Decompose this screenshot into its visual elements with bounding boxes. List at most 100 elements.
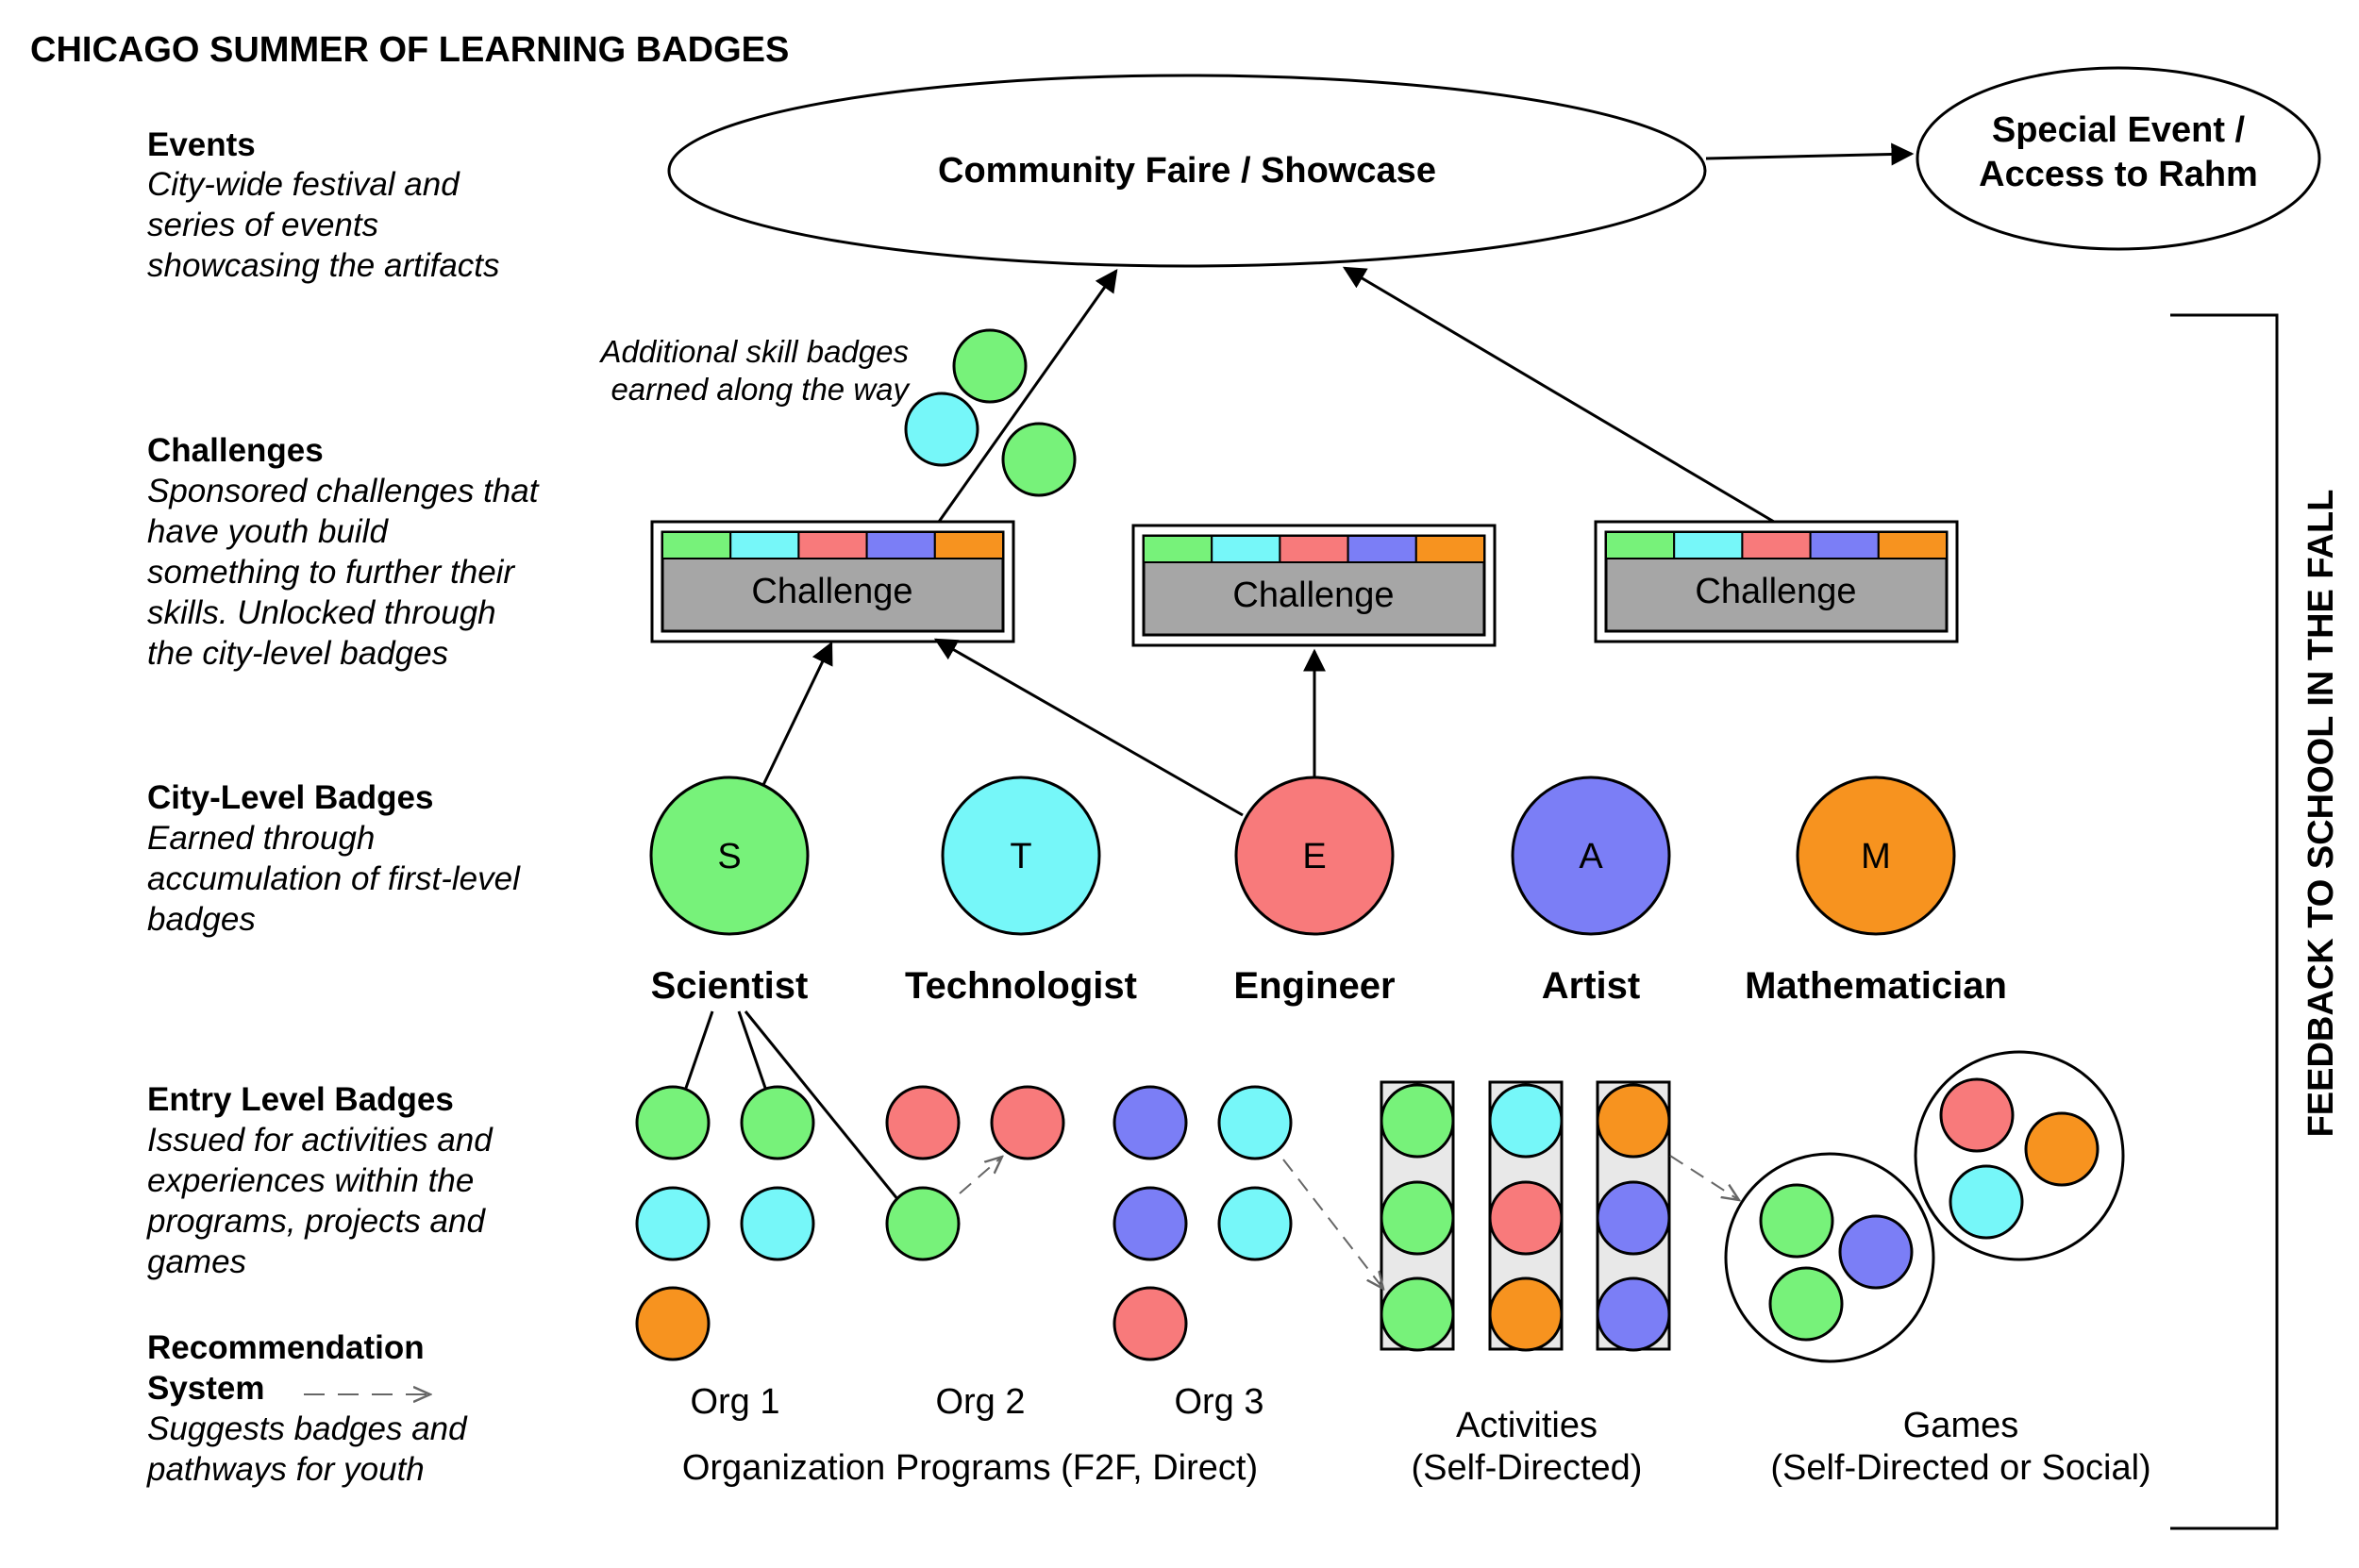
entry-badge (1939, 1077, 2015, 1153)
challenge-strip-segment (1605, 531, 1676, 559)
challenge-strip-segment (661, 531, 732, 559)
entry-badge (885, 1186, 961, 1261)
entry-badge (1596, 1276, 1671, 1352)
challenge-strip-segment (729, 531, 800, 559)
arrow-challenge3-to-faire (1342, 266, 1775, 524)
entry-badge (1113, 1186, 1188, 1261)
special-event-label: Special Event / (1992, 110, 2246, 150)
arrow-faire-to-special (1705, 142, 1915, 166)
games-caption: Games (1903, 1406, 2018, 1445)
entry-badge (1768, 1266, 1844, 1342)
city-badge-letter: E (1302, 837, 1326, 876)
entry-badge (1380, 1276, 1455, 1352)
feedback-side-label: FEEDBACK TO SCHOOL IN THE FALL (2301, 490, 2341, 1138)
legend-entry-line: Issued for activities and (147, 1122, 494, 1159)
entry-badge (635, 1286, 711, 1361)
skill-badges (904, 328, 1077, 497)
challenge-strip-segment (1143, 535, 1213, 563)
special-event-label: Access to Rahm (1979, 155, 2258, 194)
entry-badge (1488, 1276, 1564, 1352)
programs-caption: Organization Programs (F2F, Direct) (682, 1448, 1258, 1488)
org-label: Org 1 (690, 1382, 779, 1422)
challenge-strip-segment (933, 531, 1004, 559)
legend-city-heading: City-Level Badges (147, 779, 433, 816)
challenge-label: Challenge (1232, 575, 1394, 615)
arrow-scientist-to-challenge1 (761, 641, 833, 788)
entry-badge (1838, 1214, 1914, 1290)
community-faire-ellipse (667, 74, 1707, 268)
legend-events-heading: Events (147, 126, 256, 163)
org-label: Org 3 (1174, 1382, 1263, 1422)
challenge-strip-segment (1673, 531, 1744, 559)
legend-challenges-line: skills. Unlocked through (147, 594, 496, 631)
challenge-strip-segment (1877, 531, 1949, 559)
entry-badge (1217, 1186, 1293, 1261)
recommendation-arrow (1282, 1159, 1383, 1289)
connector-scientist-entry (744, 1010, 900, 1201)
city-badge-engineer: E Engineer (1233, 776, 1396, 1007)
legend-challenges-line: something to further their (147, 554, 515, 591)
entry-badge (885, 1085, 961, 1160)
entry-badge (1596, 1180, 1671, 1256)
legend-city-line: Earned through (147, 820, 375, 857)
activities-caption: Activities (1456, 1406, 1598, 1445)
challenge-strip-segment (1347, 535, 1417, 563)
entry-badge (1949, 1164, 2024, 1240)
skill-badge (1001, 422, 1077, 497)
city-level-badges: SScientistTTechnologistEEngineerAArtistM… (649, 776, 2007, 1007)
legend-entry-line: experiences within the (147, 1162, 474, 1199)
legend-entry-heading: Entry Level Badges (147, 1081, 454, 1118)
legend-events-line: City-wide festival and (147, 166, 460, 203)
city-badge-circle (1511, 776, 1671, 936)
entry-badge (1488, 1083, 1564, 1159)
city-badge-technologist: T Technologist (905, 776, 1137, 1007)
legend-challenges-line: Sponsored challenges that (147, 473, 540, 509)
city-badge-name: Technologist (905, 965, 1137, 1007)
arrow-engineer-to-challenge1 (933, 638, 1244, 817)
challenge-strip-segment (1809, 531, 1880, 559)
challenge-box: Challenge (1131, 524, 1497, 647)
challenge-strip-segment (1414, 535, 1486, 563)
activities-caption: (Self-Directed) (1412, 1448, 1643, 1488)
challenge-box: Challenge (650, 520, 1015, 643)
org-label: Org 2 (935, 1382, 1025, 1422)
entry-badge (635, 1186, 711, 1261)
entry-badge (1113, 1085, 1188, 1160)
skill-note: Additional skill badges (598, 334, 909, 369)
legend-recommendation: Recommendation System Suggests badges an… (146, 1329, 468, 1488)
challenge-strip-segment (797, 531, 868, 559)
city-badge-circle (1234, 776, 1395, 936)
legend-events-line: showcasing the artifacts (147, 247, 500, 284)
entry-badge (1759, 1183, 1834, 1259)
entry-badge (1380, 1180, 1455, 1256)
legend-city-line: badges (147, 901, 256, 938)
city-badge-circle (941, 776, 1101, 936)
legend-challenges-heading: Challenges (147, 432, 324, 469)
games-caption: (Self-Directed or Social) (1770, 1448, 2150, 1488)
challenge-strip-segment (865, 531, 936, 559)
city-badge-name: Engineer (1233, 965, 1395, 1007)
legend-entry-line: programs, projects and (146, 1203, 486, 1240)
recommendation-arrow (1669, 1155, 1739, 1200)
entry-badge (635, 1085, 711, 1160)
city-badge-letter: T (1010, 837, 1031, 876)
challenge-label: Challenge (751, 572, 912, 611)
entry-badge (740, 1085, 815, 1160)
skill-badge (952, 328, 1028, 404)
entry-badge (1113, 1286, 1188, 1361)
legend-events: Events City-wide festival and series of … (147, 126, 500, 284)
legend-recommendation-heading: System (147, 1370, 265, 1407)
special-event-ellipse (1916, 66, 2321, 251)
legend-recommendation-line: pathways for youth (146, 1451, 425, 1488)
city-badge-name: Mathematician (1745, 965, 2007, 1007)
entry-badge (1217, 1085, 1293, 1160)
legend-challenges-line: have youth build (147, 513, 389, 550)
challenge-box: Challenge (1594, 520, 1959, 643)
skill-badge (904, 392, 979, 467)
arrow-challenge1-to-faire (937, 269, 1118, 523)
connector-scientist-entry (737, 1010, 768, 1092)
legend-city-line: accumulation of first-level (147, 860, 521, 897)
challenge-strip-segment (1211, 535, 1281, 563)
